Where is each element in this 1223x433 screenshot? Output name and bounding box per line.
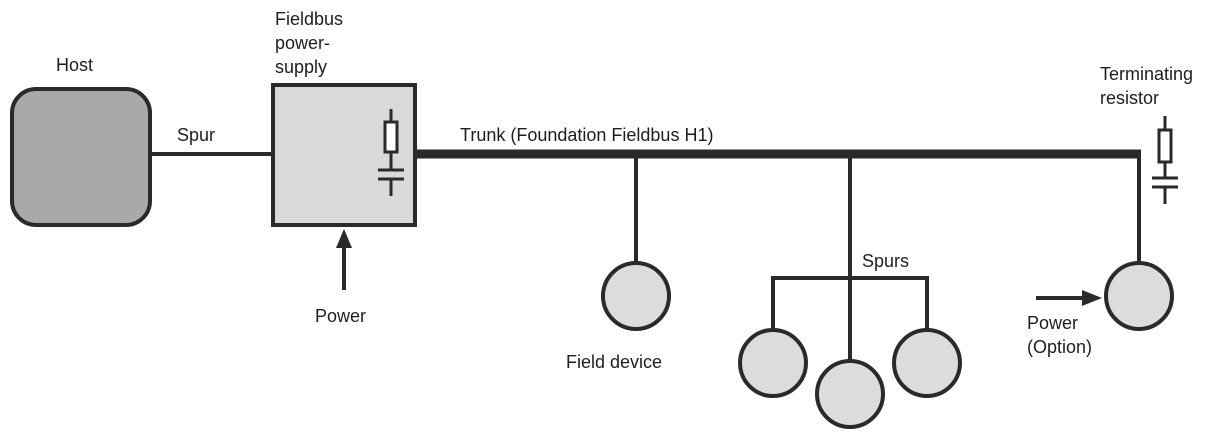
power-supply-label-line-3: supply	[275, 57, 327, 77]
spur-device-right	[892, 328, 962, 398]
power-label: Power	[315, 306, 366, 326]
power-arrow-head	[336, 229, 352, 248]
field-device-label: Field device	[566, 352, 662, 372]
spur-label: Spur	[177, 125, 215, 145]
power-option-label-line-1: Power	[1027, 313, 1078, 333]
power-option-arrow-head	[1082, 290, 1102, 306]
end-field-device	[1104, 261, 1174, 331]
trunk-label: Trunk (Foundation Fieldbus H1)	[460, 125, 713, 145]
power-supply-terminator-symbol	[378, 109, 404, 196]
field-device	[601, 261, 671, 331]
spur-device-left	[738, 328, 808, 398]
terminating-resistor-label-line-1: Terminating	[1100, 64, 1193, 84]
power-supply-label-line-2: power-	[275, 33, 330, 53]
host-node	[10, 87, 152, 227]
host-label: Host	[56, 55, 93, 75]
spurs-label: Spurs	[862, 251, 909, 271]
spur-device-middle	[815, 359, 885, 429]
fieldbus-power-supply-box	[271, 83, 417, 227]
terminating-resistor-symbol	[1152, 116, 1178, 204]
power-supply-label-line-1: Fieldbus	[275, 9, 343, 29]
terminating-resistor-label-line-2: resistor	[1100, 88, 1159, 108]
power-option-label-line-2: (Option)	[1027, 337, 1092, 357]
